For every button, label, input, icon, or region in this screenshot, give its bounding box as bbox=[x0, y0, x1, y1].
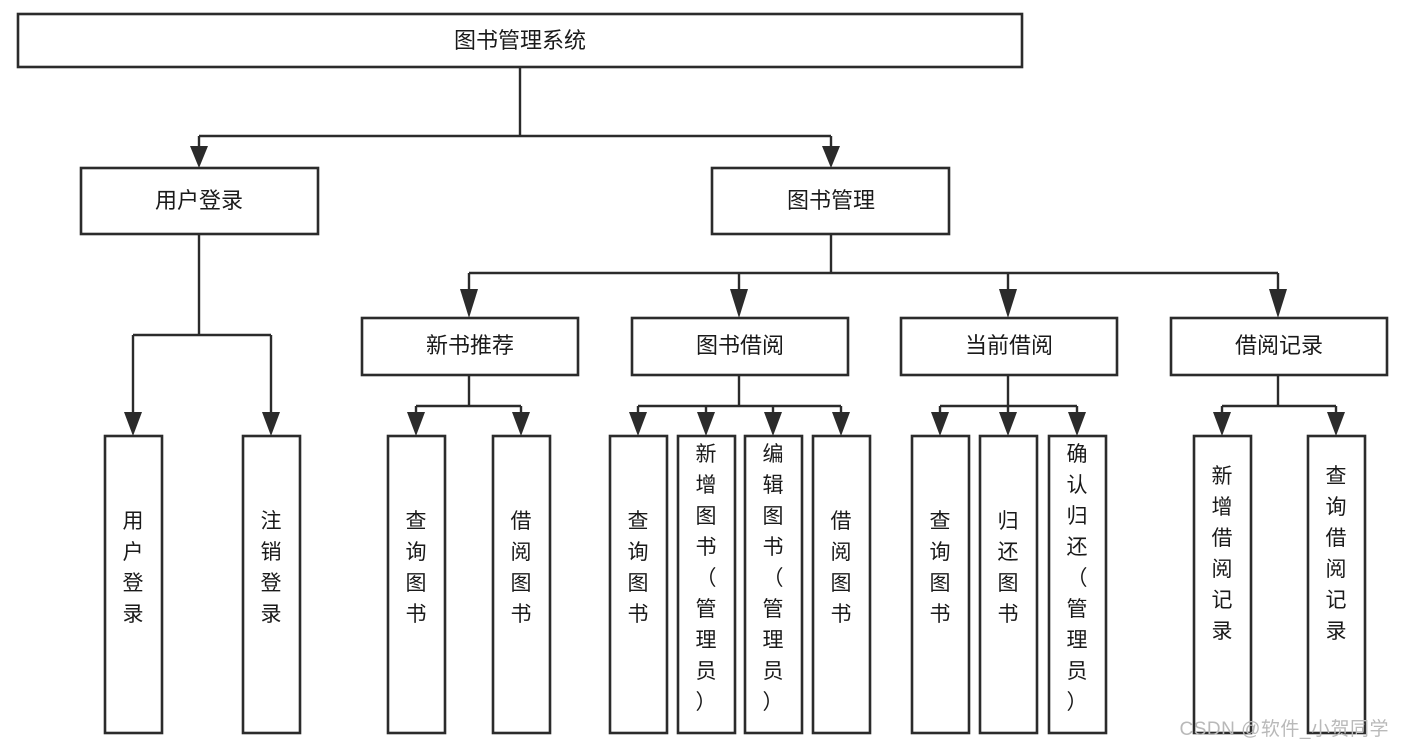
node-borrow-record-label: 借阅记录 bbox=[1235, 333, 1323, 358]
node-new-book-rec-label: 新书推荐 bbox=[426, 333, 514, 358]
leaf-query-book-2[interactable]: 查询图书 bbox=[608, 434, 669, 735]
arrow-to-borrow-record-icon bbox=[1269, 289, 1287, 318]
arrow-to-leaf-query-book-3-icon bbox=[931, 412, 949, 436]
leaf-confirm-return-box[interactable] bbox=[1047, 434, 1108, 735]
leaf-user-login-box[interactable] bbox=[103, 434, 164, 735]
node-root-box[interactable] bbox=[16, 12, 1024, 69]
leaf-user-logout-box[interactable] bbox=[241, 434, 302, 735]
node-root[interactable]: 图书管理系统 bbox=[16, 12, 1024, 69]
leaf-borrow-book-1-label: 借阅图书 bbox=[511, 510, 532, 626]
arrow-to-leaf-user-logout-icon bbox=[262, 412, 280, 436]
leaf-return-book-label: 归还图书 bbox=[998, 510, 1019, 626]
node-user-login-label: 用户登录 bbox=[155, 188, 243, 213]
connector-layer bbox=[124, 67, 1345, 436]
node-book-manage-box[interactable] bbox=[710, 166, 951, 236]
node-book-borrow-box[interactable] bbox=[630, 316, 850, 377]
leaf-user-logout-label: 注销登录 bbox=[261, 510, 282, 626]
leaf-query-record-label: 查询借阅记录 bbox=[1326, 465, 1347, 643]
arrow-to-leaf-user-login-icon bbox=[124, 412, 142, 436]
leaf-confirm-return[interactable]: 确认归还（管理员） bbox=[1047, 434, 1108, 735]
arrow-to-leaf-query-record-icon bbox=[1327, 412, 1345, 436]
leaf-borrow-book-2[interactable]: 借阅图书 bbox=[811, 434, 872, 735]
leaf-add-book[interactable]: 新增图书（管理员） bbox=[676, 434, 737, 735]
arrow-to-leaf-return-book-icon bbox=[999, 412, 1017, 436]
arrow-to-current-borrow-icon bbox=[999, 289, 1017, 318]
node-user-login[interactable]: 用户登录 bbox=[79, 166, 320, 236]
node-borrow-record[interactable]: 借阅记录 bbox=[1169, 316, 1389, 377]
leaf-return-book-box[interactable] bbox=[978, 434, 1039, 735]
arrow-root-to-user-login-icon bbox=[190, 146, 208, 168]
leaf-query-book-3[interactable]: 查询图书 bbox=[910, 434, 971, 735]
node-new-book-rec-box[interactable] bbox=[360, 316, 580, 377]
arrow-to-new-book-rec-icon bbox=[460, 289, 478, 318]
leaf-confirm-return-label: 确认归还（管理员） bbox=[1067, 443, 1088, 714]
leaf-user-login-label: 用户登录 bbox=[123, 510, 144, 626]
leaf-query-book-1[interactable]: 查询图书 bbox=[386, 434, 447, 735]
leaf-add-book-box[interactable] bbox=[676, 434, 737, 735]
leaf-add-book-label: 新增图书（管理员） bbox=[696, 443, 717, 714]
leaf-user-logout[interactable]: 注销登录 bbox=[241, 434, 302, 735]
leaf-query-book-2-box[interactable] bbox=[608, 434, 669, 735]
node-current-borrow-box[interactable] bbox=[899, 316, 1119, 377]
node-current-borrow[interactable]: 当前借阅 bbox=[899, 316, 1119, 377]
leaf-borrow-book-2-box[interactable] bbox=[811, 434, 872, 735]
arrow-to-leaf-edit-book-icon bbox=[764, 412, 782, 436]
arrow-to-leaf-query-book-1-icon bbox=[407, 412, 425, 436]
node-book-manage-label: 图书管理 bbox=[787, 188, 875, 213]
leaf-query-record-box[interactable] bbox=[1306, 434, 1367, 735]
arrow-to-leaf-borrow-book-1-icon bbox=[512, 412, 530, 436]
leaf-user-login[interactable]: 用户登录 bbox=[103, 434, 164, 735]
leaf-add-record-box[interactable] bbox=[1192, 434, 1253, 735]
arrow-to-book-borrow-icon bbox=[730, 289, 748, 318]
leaf-query-book-1-box[interactable] bbox=[386, 434, 447, 735]
node-new-book-rec[interactable]: 新书推荐 bbox=[360, 316, 580, 377]
arrow-to-leaf-add-record-icon bbox=[1213, 412, 1231, 436]
leaf-borrow-book-1[interactable]: 借阅图书 bbox=[491, 434, 552, 735]
leaf-query-book-2-label: 查询图书 bbox=[628, 510, 649, 626]
node-root-label: 图书管理系统 bbox=[454, 28, 586, 53]
node-user-login-box[interactable] bbox=[79, 166, 320, 236]
leaf-edit-book-label: 编辑图书（管理员） bbox=[763, 443, 784, 714]
leaf-return-book[interactable]: 归还图书 bbox=[978, 434, 1039, 735]
arrow-root-to-book-manage-icon bbox=[822, 146, 840, 168]
leaf-query-book-3-box[interactable] bbox=[910, 434, 971, 735]
arrow-to-leaf-borrow-book-2-icon bbox=[832, 412, 850, 436]
arrow-to-leaf-add-book-icon bbox=[697, 412, 715, 436]
leaf-edit-book-box[interactable] bbox=[743, 434, 804, 735]
leaf-query-book-1-label: 查询图书 bbox=[406, 510, 427, 626]
arrow-to-leaf-confirm-return-icon bbox=[1068, 412, 1086, 436]
node-book-borrow-label: 图书借阅 bbox=[696, 333, 784, 358]
leaf-query-book-3-label: 查询图书 bbox=[930, 510, 951, 626]
arrow-to-leaf-query-book-2-icon bbox=[629, 412, 647, 436]
leaf-add-record-label: 新增借阅记录 bbox=[1212, 465, 1233, 643]
leaf-query-record[interactable]: 查询借阅记录 bbox=[1306, 434, 1367, 735]
leaf-edit-book[interactable]: 编辑图书（管理员） bbox=[743, 434, 804, 735]
node-book-manage[interactable]: 图书管理 bbox=[710, 166, 951, 236]
node-book-borrow[interactable]: 图书借阅 bbox=[630, 316, 850, 377]
node-current-borrow-label: 当前借阅 bbox=[965, 333, 1053, 358]
leaf-borrow-book-2-label: 借阅图书 bbox=[831, 510, 852, 626]
leaf-add-record[interactable]: 新增借阅记录 bbox=[1192, 434, 1253, 735]
node-borrow-record-box[interactable] bbox=[1169, 316, 1389, 377]
leaf-borrow-book-1-box[interactable] bbox=[491, 434, 552, 735]
